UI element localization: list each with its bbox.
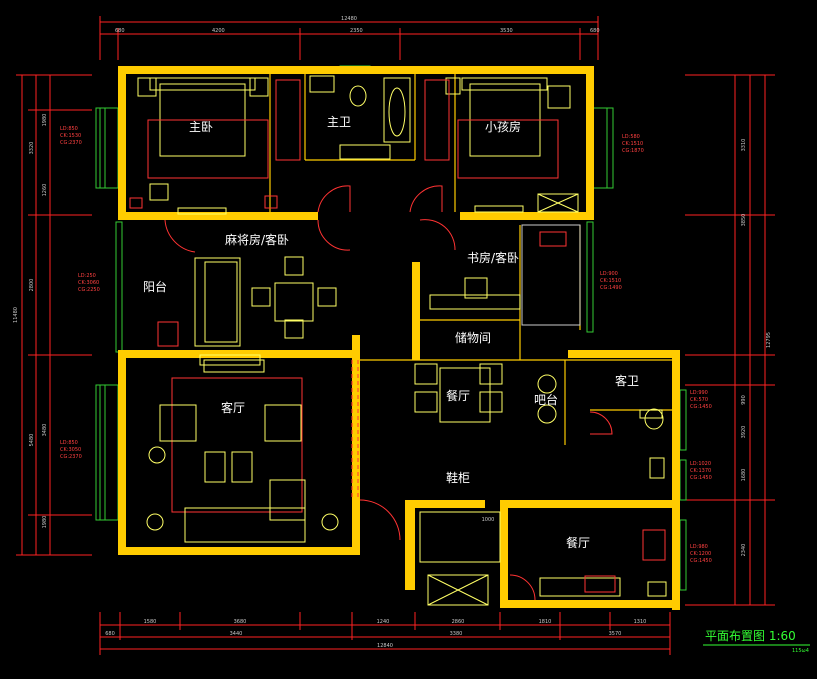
note-gbath1-1: LD:990 [690,390,708,396]
note-master-1: LD:850 [60,126,78,132]
bottom-dim-r1-1: 1580 [144,619,157,625]
note-living-1: LD:850 [60,440,78,446]
room-labels: 主卧 主卫 小孩房 麻将房/客卧 书房/客卧 阳台 储物间 餐厅 吧台 客卫 客… [143,115,639,550]
note-gbath2-1: LD:1020 [690,461,711,467]
bottom-dim-r2-4: 3570 [609,631,622,637]
bottom-dim-r1-5: 1810 [539,619,552,625]
label-living: 客厅 [221,400,245,415]
left-dim-6: 5480 [29,434,35,447]
note-master-2: CK:1530 [60,133,81,139]
right-dim-4: 3920 [741,426,747,439]
left-dim-2: 3320 [29,142,35,155]
bottom-dim-r1-3: 1240 [377,619,390,625]
note-gbath2-3: CG:1450 [690,475,712,481]
left-dim-7: 1980 [42,516,48,529]
note-master-3: CG:2370 [60,140,82,146]
top-dim-4: 3530 [500,28,513,34]
note-kids-3: CG:1870 [622,148,644,154]
label-shoe-cabinet: 鞋柜 [446,470,470,485]
top-dim-2: 4200 [212,28,225,34]
bottom-dim-r2-1: 680 [105,631,115,637]
note-gbath1-3: CG:1450 [690,404,712,410]
note-balcony-2: CK:3060 [78,280,99,286]
right-overall-dim: 12795 [766,332,772,348]
right-dim-3: 990 [741,395,747,405]
furniture [129,75,667,606]
label-study: 书房/客卧 [467,250,519,265]
bottom-dim-r2-3: 3380 [450,631,463,637]
label-balcony: 阳台 [143,279,167,294]
note-balcony-1: LD:250 [78,273,96,279]
right-dimension-lines [685,74,775,606]
top-dim-1: 680 [115,28,125,34]
entry-dim: 1000 [482,517,495,523]
note-kitchen-2: CK:1200 [690,551,711,557]
left-dimension-lines [16,74,92,556]
title-text: 平面布置图 1:60 [705,629,796,643]
window-notes: LD:850 CK:1530 CG:2370 LD:580 CK:1510 CG… [60,126,712,564]
drawing-title: 平面布置图 1:60 115ω4 [703,629,810,654]
left-overall-dim: 11480 [13,307,19,323]
label-master-bath: 主卫 [327,115,351,129]
right-dim-5: 1680 [741,469,747,482]
note-kids-2: CK:1510 [622,141,643,147]
top-dimension-lines [99,16,599,60]
label-mahjong-room: 麻将房/客卧 [225,232,289,247]
label-storage: 储物间 [455,330,491,345]
note-kids-1: LD:580 [622,134,640,140]
top-overall-dim: 12480 [341,16,357,22]
label-guest-bath: 客卫 [615,373,639,388]
label-kitchen: 餐厅 [566,535,590,550]
note-gbath1-2: CK:570 [690,397,708,403]
left-dim-3: 1260 [42,184,48,197]
label-dining: 餐厅 [446,388,470,403]
bottom-dim-r2-2: 3440 [230,631,243,637]
note-living-2: CK:3050 [60,447,81,453]
note-living-3: CG:2370 [60,454,82,460]
note-kitchen-1: LD:980 [690,544,708,550]
right-dim-1: 3310 [741,139,747,152]
doors [164,185,613,601]
left-dim-5: 3480 [42,424,48,437]
bottom-dim-r1-6: 1310 [634,619,647,625]
left-dim-1: 1980 [42,114,48,127]
right-dim-6: 2340 [741,544,747,557]
label-bar: 吧台 [534,392,558,407]
bottom-dim-r1-2: 3680 [234,619,247,625]
bottom-overall-dim: 12840 [377,643,393,649]
right-dim-2: 3850 [741,214,747,227]
bottom-dimension-lines [99,612,671,655]
note-kitchen-3: CG:1450 [690,558,712,564]
left-dim-4: 2800 [29,279,35,292]
title-scale-note: 115ω4 [792,648,809,654]
label-master-bedroom: 主卧 [189,120,213,134]
note-study-2: CK:1510 [600,278,621,284]
note-study-1: LD:900 [600,271,618,277]
top-dim-5: 680 [590,28,600,34]
walls [118,66,680,610]
note-study-3: CG:1490 [600,285,622,291]
top-dim-3: 2350 [350,28,363,34]
note-balcony-3: CG:2250 [78,287,100,293]
label-kids-room: 小孩房 [485,119,521,134]
interior-partitions [269,74,672,445]
note-gbath2-2: CK:1370 [690,468,711,474]
bottom-dim-r1-4: 2860 [452,619,465,625]
